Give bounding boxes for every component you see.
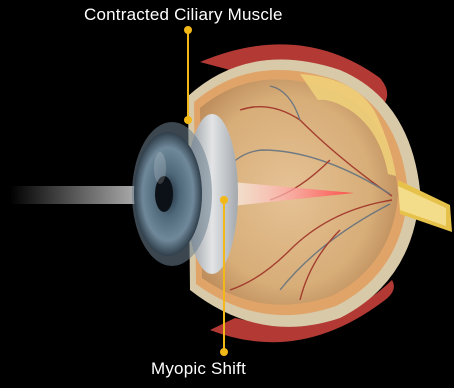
label-contracted-ciliary-muscle: Contracted Ciliary Muscle	[84, 5, 283, 25]
pointer-dot-icon	[184, 26, 192, 34]
label-myopic-shift: Myopic Shift	[151, 359, 246, 379]
